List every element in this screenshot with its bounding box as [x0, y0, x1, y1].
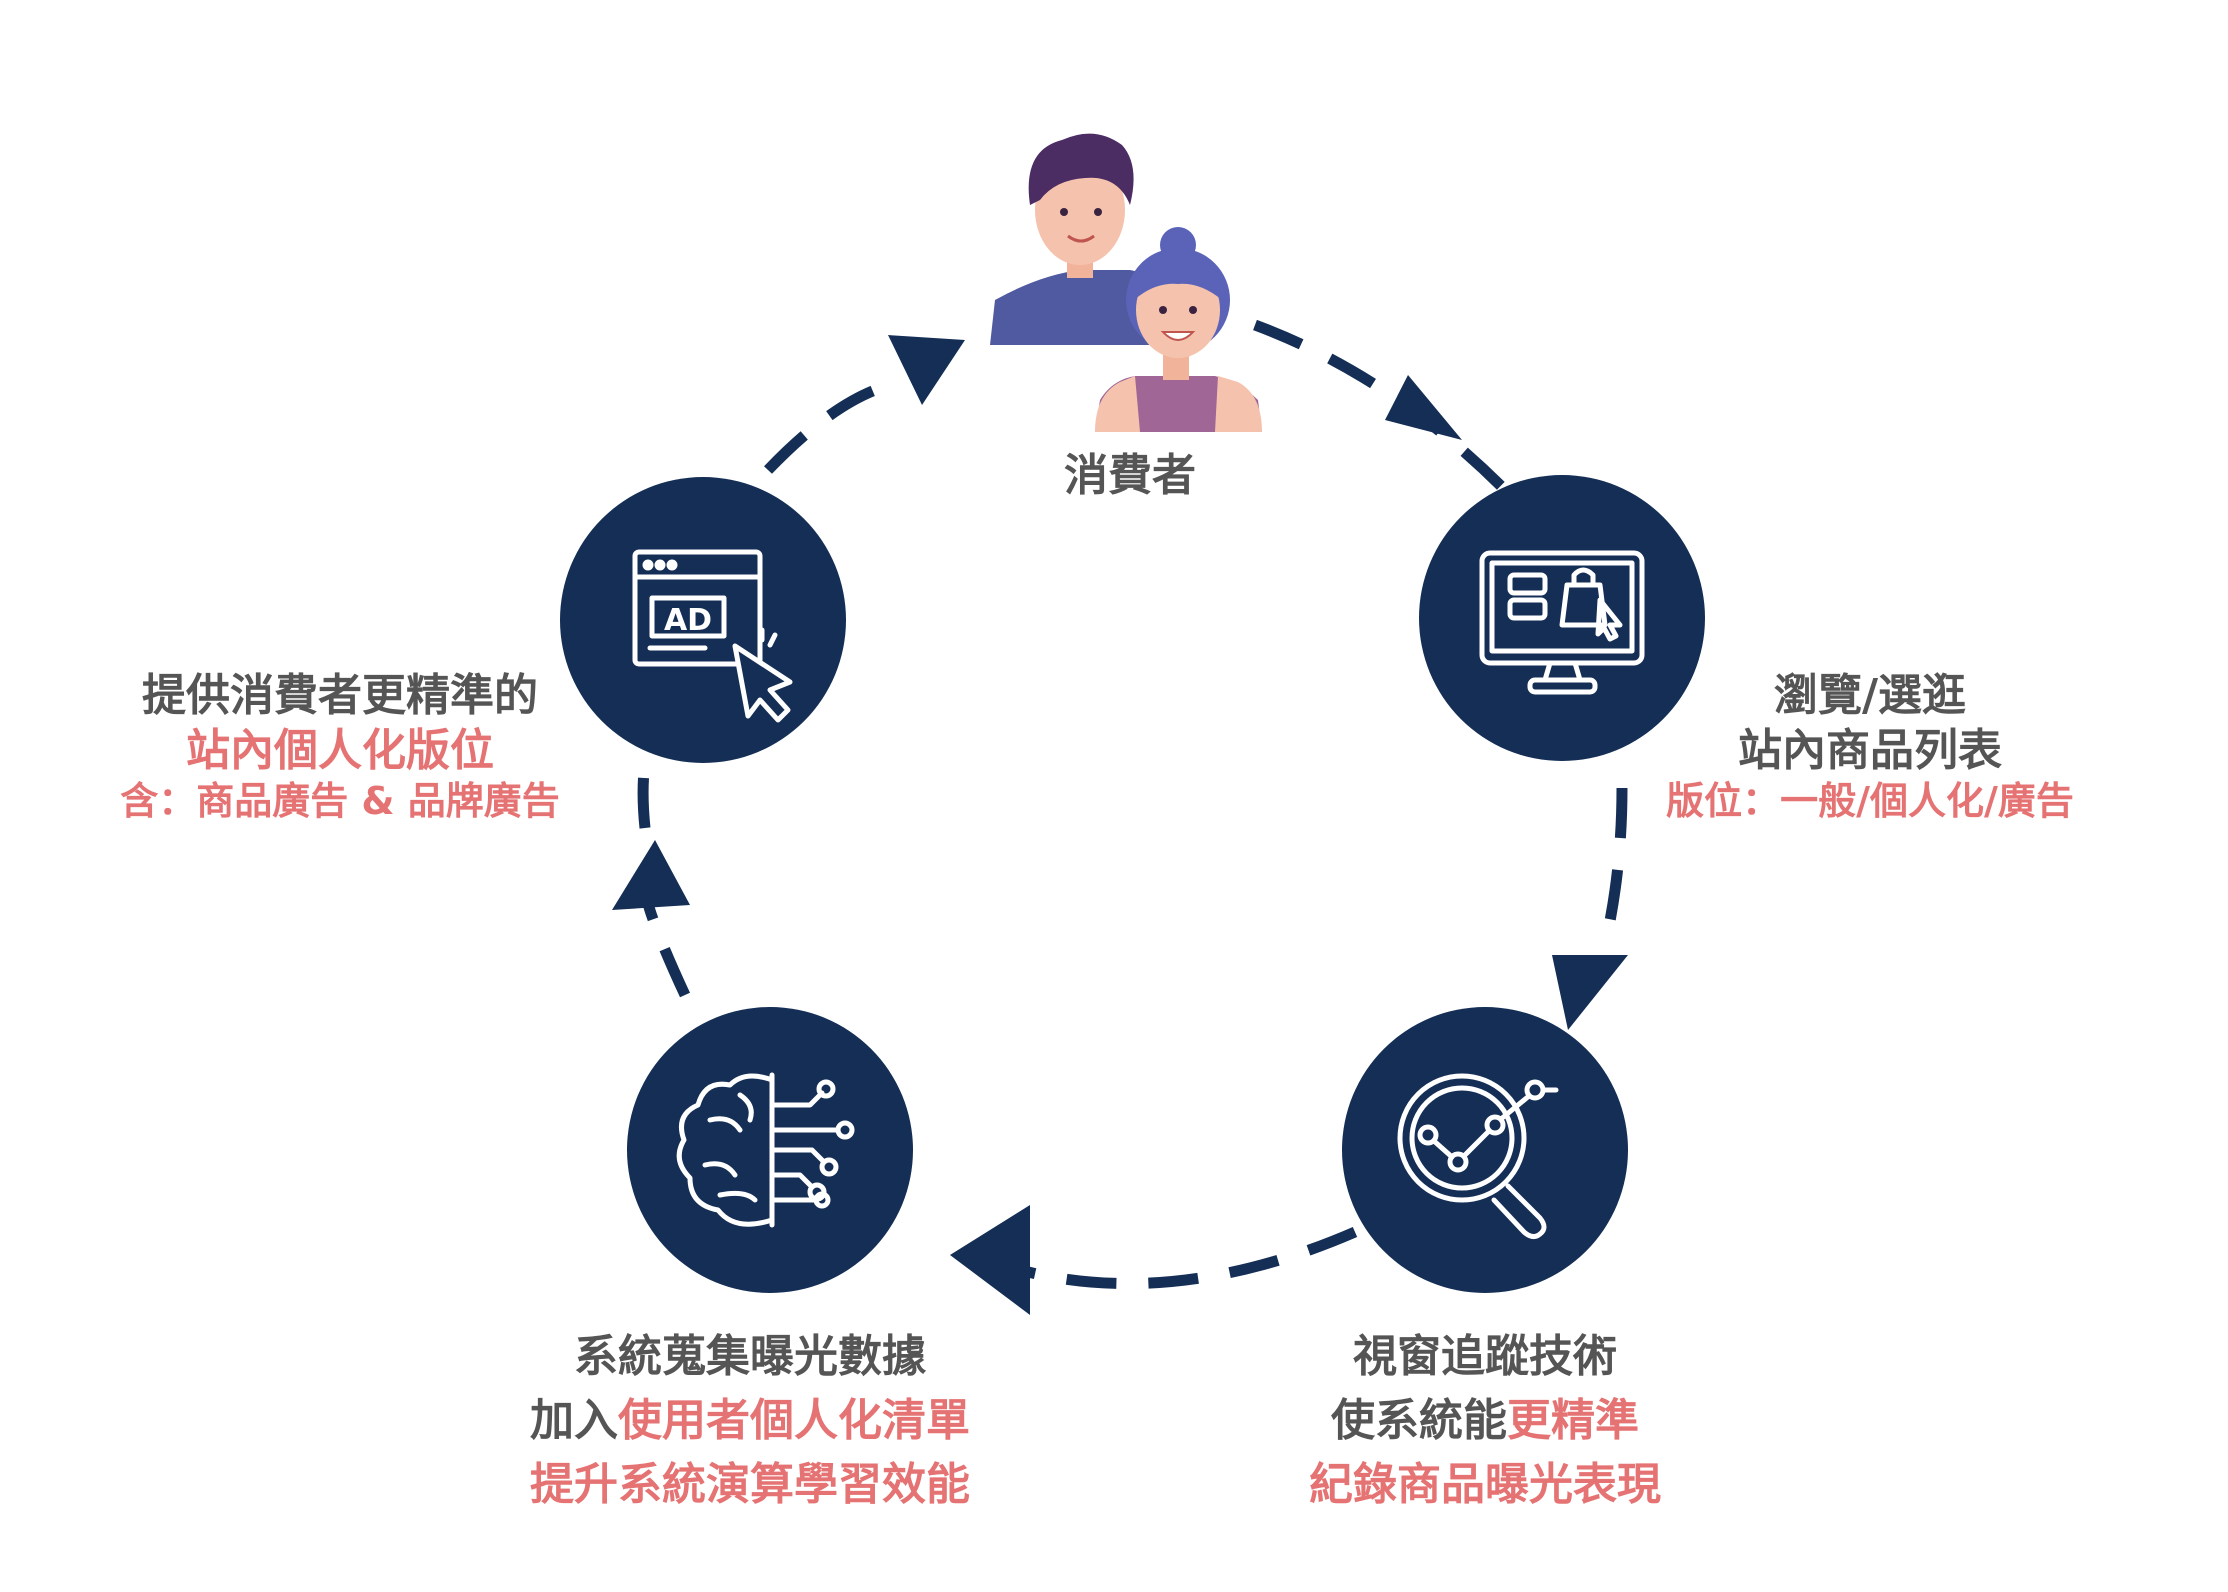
arrowhead-consumer-direction — [888, 335, 965, 405]
arrowhead-track-direction — [1552, 955, 1628, 1030]
browse-label-line3: 版位：一般/個人化/廣告 — [1666, 779, 2074, 823]
man-eye-left — [1060, 208, 1068, 216]
track-node — [1342, 1007, 1628, 1293]
woman-smile — [1160, 331, 1196, 341]
cycle-arrowheads — [612, 335, 1628, 1315]
woman-shoulders — [1095, 376, 1262, 432]
man-eye-right — [1094, 208, 1102, 216]
track-label: 視窗追蹤技術 使系統能更精準 紀錄商品曝光表現 — [1205, 1325, 1765, 1516]
woman-eye-left — [1159, 306, 1167, 314]
magnifier-chart-icon — [1397, 1073, 1559, 1240]
consumer-label: 消費者 — [1030, 448, 1230, 503]
track-label-line1: 視窗追蹤技術 — [1353, 1331, 1617, 1382]
track-label-line3: 紀錄商品曝光表現 — [1309, 1458, 1661, 1510]
connector-track-to-learn — [1018, 1226, 1358, 1289]
learn-label-line2: 加入使用者個人化清單 — [430, 1389, 1070, 1453]
track-label-line2-prefix: 使系統能 — [1331, 1394, 1507, 1446]
ad-label-line2: 站內個人化版位 — [186, 725, 494, 776]
man-hair — [1028, 133, 1134, 205]
track-label-line2-highlight: 更精準 — [1507, 1394, 1639, 1446]
woman-eye-right — [1189, 306, 1197, 314]
learn-label-line3: 提升系統演算學習效能 — [530, 1458, 970, 1510]
arrowhead-browse-direction — [1385, 375, 1462, 440]
connector-consumer-to-browse — [1253, 319, 1509, 494]
woman-bangs — [1134, 260, 1222, 300]
learn-label-line2-prefix: 加入 — [530, 1394, 618, 1446]
arrowhead-ad-direction — [612, 840, 690, 910]
connector-ad-to-consumer-top — [764, 379, 892, 474]
people-illustration-icon — [990, 133, 1262, 432]
arrowhead-learn-direction — [950, 1205, 1030, 1315]
ad-label-line1: 提供消費者更精準的 — [142, 670, 538, 721]
consumer-label-text: 消費者 — [1064, 450, 1196, 501]
learn-label-line2-highlight: 使用者個人化清單 — [618, 1394, 970, 1446]
ad-cursor-icon — [632, 549, 793, 723]
man-mouth — [1067, 234, 1095, 243]
ad-icon-text: AD — [664, 603, 712, 638]
ad-label: 提供消費者更精準的 站內個人化版位 含：商品廣告 & 品牌廣告 — [60, 668, 620, 826]
monitor-shopping-icon — [1479, 550, 1645, 695]
browse-label-line1: 瀏覽/選逛 — [1773, 670, 1967, 721]
connector-browse-to-track — [1599, 787, 1628, 947]
track-label-line2: 使系統能更精準 — [1205, 1389, 1765, 1453]
browse-label-line2: 站內商品列表 — [1738, 725, 2002, 776]
connector-ad-to-consumer — [637, 743, 654, 829]
ad-label-line3: 含：商品廣告 & 品牌廣告 — [120, 779, 560, 823]
learn-label: 系統蒐集曝光數據 加入使用者個人化清單 提升系統演算學習效能 — [430, 1325, 1070, 1516]
browse-label: 瀏覽/選逛 站內商品列表 版位：一般/個人化/廣告 — [1580, 668, 2160, 826]
brain-circuit-icon — [676, 1072, 855, 1228]
learn-label-line1: 系統蒐集曝光數據 — [574, 1331, 926, 1382]
